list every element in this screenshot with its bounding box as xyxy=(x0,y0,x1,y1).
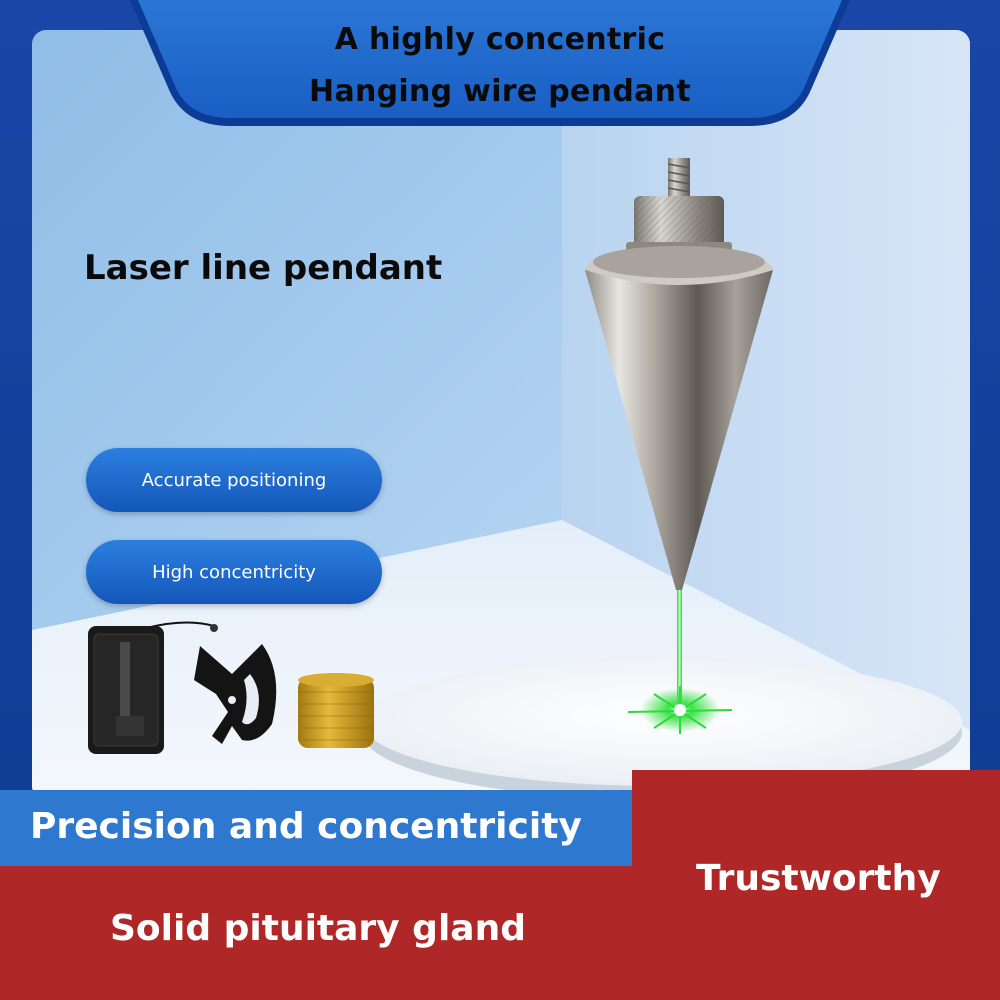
header-tab xyxy=(130,0,850,126)
plumb-bob-image xyxy=(585,158,773,708)
header-line-1: A highly concentric xyxy=(334,22,666,57)
trustworthy-text: Trustworthy xyxy=(696,858,941,899)
red-band xyxy=(0,866,1000,1000)
carry-case-image xyxy=(88,621,218,754)
blue-band xyxy=(0,790,632,868)
thread-spool-image xyxy=(298,673,374,748)
precision-text: Precision and concentricity xyxy=(30,806,582,847)
laser-dot-icon xyxy=(627,686,733,734)
feature-pill-high-concentricity: High concentricity xyxy=(86,540,382,604)
red-band-top xyxy=(632,770,1000,870)
solid-gland-text: Solid pituitary gland xyxy=(110,908,526,949)
feature-pill-accurate-positioning: Accurate positioning xyxy=(86,448,382,512)
product-scene xyxy=(32,30,970,800)
header-line-2: Hanging wire pendant xyxy=(309,74,691,109)
product-subtitle: Laser line pendant xyxy=(84,248,443,288)
line-winder-image xyxy=(194,644,277,744)
